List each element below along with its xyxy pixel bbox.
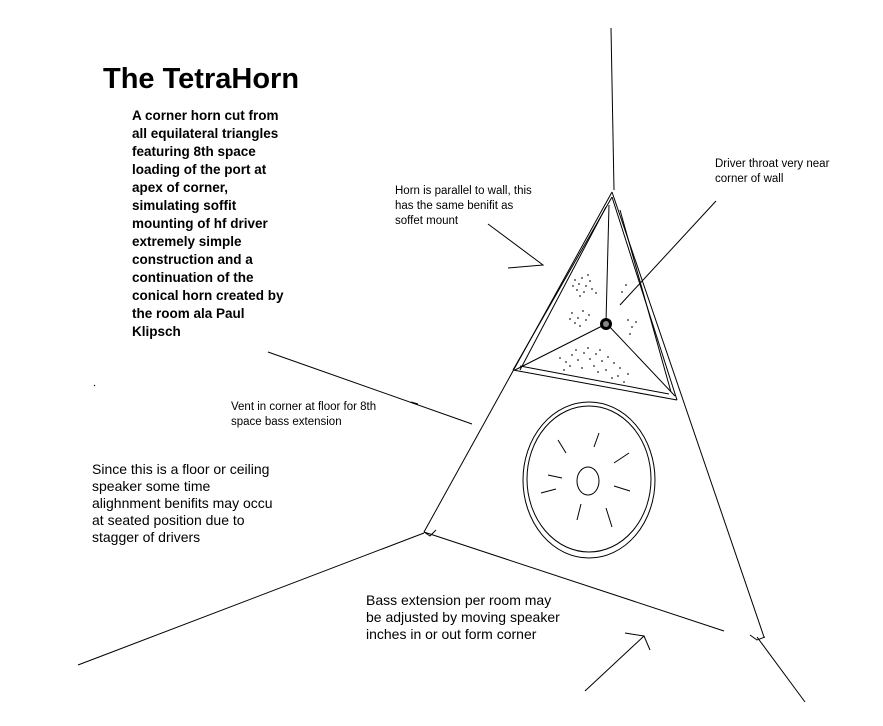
horn-mouth-edge-inner bbox=[519, 365, 670, 395]
annotation-driver-throat: Driver throat very near corner of wall bbox=[715, 158, 830, 185]
horn-edge-left-inner bbox=[519, 206, 607, 371]
tetra-edge-base bbox=[423, 531, 725, 632]
pointer-horn-parallel bbox=[487, 223, 545, 269]
horn-ridge-right bbox=[606, 323, 676, 397]
tetra-edge-base-tail bbox=[423, 529, 437, 537]
stipple-right bbox=[621, 284, 637, 335]
pointer-bass-extension bbox=[584, 635, 651, 692]
annotation-vent: Vent in corner at floor for 8th space ba… bbox=[231, 401, 377, 428]
tetra-edge-right bbox=[611, 191, 765, 638]
description-text: A corner horn cut from all equilateral t… bbox=[132, 108, 284, 339]
horn-ridge-left bbox=[514, 323, 607, 371]
horn-edge-right-inner bbox=[619, 209, 672, 393]
wall-edge-vertical bbox=[610, 27, 615, 191]
stipple-left bbox=[569, 310, 590, 327]
annotation-floor-ceiling: Since this is a floor or ceiling speaker… bbox=[92, 461, 273, 545]
diagram-title: The TetraHorn bbox=[103, 63, 300, 95]
horn-mouth-edge bbox=[512, 369, 678, 401]
wall-edge-left bbox=[77, 532, 425, 666]
annotation-horn-parallel: Horn is parallel to wall, this has the s… bbox=[395, 185, 532, 227]
wall-edge-right bbox=[756, 636, 806, 703]
pointer-vent bbox=[267, 351, 473, 425]
woofer bbox=[522, 401, 656, 559]
pointer-driver-throat bbox=[619, 200, 717, 306]
horn-ridge-top bbox=[605, 204, 610, 323]
stipple-top bbox=[572, 274, 597, 297]
woofer-dustcap bbox=[576, 466, 600, 496]
stipple-mouth bbox=[559, 347, 629, 383]
annotation-bass-extension: Bass extension per room may be adjusted … bbox=[366, 592, 560, 642]
